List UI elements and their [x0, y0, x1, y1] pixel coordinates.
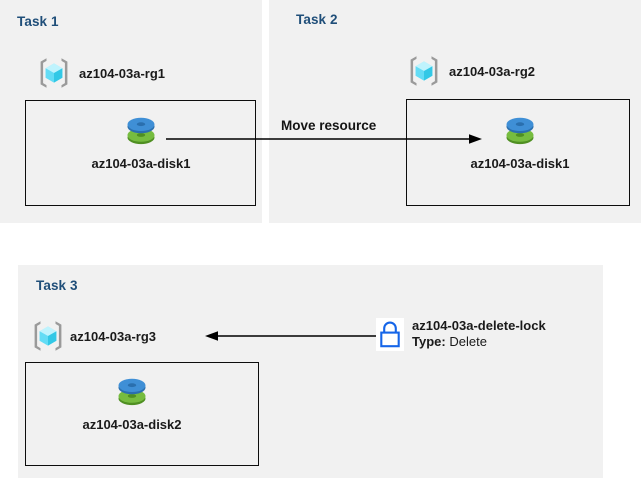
move-resource-arrow	[166, 134, 482, 144]
resource-box-task2	[406, 99, 630, 206]
lock-icon-background	[376, 318, 404, 351]
lock-type-line: Type: Delete	[412, 334, 546, 349]
delete-lock-arrow	[205, 331, 377, 341]
managed-disk-icon	[118, 378, 146, 406]
lock-text-block: az104-03a-delete-lock Type: Delete	[412, 318, 546, 350]
disk-label-task2: az104-03a-disk1	[470, 156, 570, 171]
task-panel-task1	[0, 0, 262, 223]
task-title-task1: Task 1	[17, 14, 59, 29]
disk-label-task3: az104-03a-disk2	[82, 417, 182, 432]
disk-resource-task2: az104-03a-disk1	[440, 113, 600, 171]
resource-group-label-task1: az104-03a-rg1	[79, 65, 165, 81]
task-panel-task2	[269, 0, 641, 223]
lock-icon	[380, 321, 400, 348]
disk-resource-task3: az104-03a-disk2	[52, 374, 212, 432]
move-resource-label: Move resource	[281, 118, 377, 133]
resource-box-task3	[25, 362, 259, 466]
managed-disk-icon	[506, 117, 534, 145]
resource-group-icon	[34, 321, 62, 351]
resource-group-task2: az104-03a-rg2	[406, 53, 535, 89]
resource-group-label-task3: az104-03a-rg3	[70, 328, 156, 344]
lock-type-value: Delete	[449, 334, 487, 350]
resource-group-task1: az104-03a-rg1	[36, 55, 165, 91]
delete-lock-group: az104-03a-delete-lock Type: Delete	[376, 318, 546, 351]
resource-box-task1	[25, 100, 256, 206]
resource-group-label-task2: az104-03a-rg2	[449, 63, 535, 79]
lock-name-label: az104-03a-delete-lock	[412, 318, 546, 333]
disk-resource-task1: az104-03a-disk1	[60, 113, 222, 171]
managed-disk-icon	[127, 117, 155, 145]
task-title-task2: Task 2	[296, 12, 338, 27]
task-panel-task3	[18, 265, 603, 478]
resource-group-icon	[40, 58, 68, 88]
task-title-task3: Task 3	[36, 278, 78, 293]
resource-group-icon	[410, 56, 438, 86]
disk-label-task1: az104-03a-disk1	[91, 156, 191, 171]
lock-type-key: Type:	[412, 334, 446, 350]
resource-group-task3: az104-03a-rg3	[30, 318, 156, 354]
